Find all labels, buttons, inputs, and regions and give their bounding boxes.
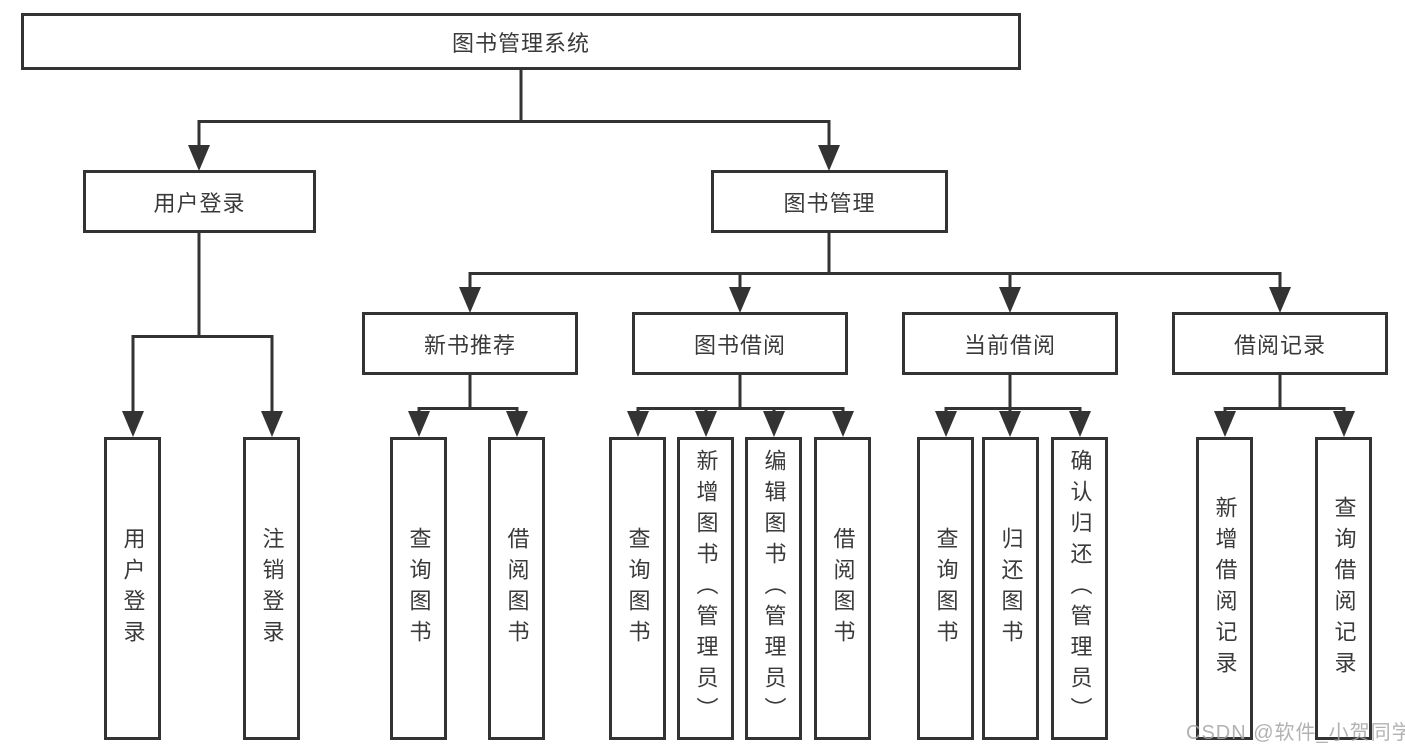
- csdn-watermark: CSDN @软件_小贺同学: [1186, 722, 1405, 744]
- leaf-records-query-record: 查询借阅记录: [1315, 437, 1372, 740]
- node-label: 确认归还（管理员）: [1067, 449, 1093, 728]
- node-label: 新增图书（管理员）: [693, 449, 719, 728]
- connector-root-to-level2: [188, 70, 840, 171]
- connector-book-borrow-to-leaves: [627, 375, 854, 437]
- connector-new-book-to-leaves: [408, 375, 528, 437]
- connector-borrow-records-to-leaves: [1214, 375, 1355, 437]
- leaf-current-query-book: 查询图书: [917, 437, 974, 740]
- leaf-logout: 注销登录: [243, 437, 300, 740]
- node-new-book-recommendation: 新书推荐: [362, 312, 578, 375]
- leaf-borrowing-edit-book-admin: 编辑图书（管理员）: [745, 437, 802, 740]
- node-user-login: 用户登录: [83, 170, 316, 233]
- leaf-records-add-record: 新增借阅记录: [1196, 437, 1253, 740]
- node-label: 借阅图书: [830, 526, 856, 651]
- leaf-current-return-book: 归还图书: [982, 437, 1039, 740]
- node-label: 图书借阅: [693, 332, 786, 358]
- connector-book-mgmt-to-level3: [459, 233, 1291, 313]
- node-label: 借阅记录: [1233, 332, 1326, 358]
- node-book-management: 图书管理: [711, 170, 948, 233]
- connector-user-login-to-leaves: [122, 233, 283, 437]
- node-label: 新增借阅记录: [1212, 495, 1238, 682]
- node-label: 用户登录: [120, 526, 146, 651]
- node-label: 用户登录: [153, 190, 246, 216]
- leaf-user-login: 用户登录: [104, 437, 161, 740]
- node-library-management-system: 图书管理系统: [21, 13, 1021, 70]
- node-label: 查询图书: [625, 526, 651, 651]
- node-label: 归还图书: [998, 526, 1024, 651]
- node-label: 图书管理: [783, 190, 876, 216]
- node-label: 借阅图书: [504, 526, 530, 651]
- leaf-borrowing-query-book: 查询图书: [609, 437, 666, 740]
- node-label: 图书管理系统: [451, 30, 590, 56]
- node-label: 注销登录: [259, 526, 285, 651]
- node-label: 新书推荐: [423, 332, 516, 358]
- node-label: 查询图书: [933, 526, 959, 651]
- leaf-current-confirm-return-admin: 确认归还（管理员）: [1051, 437, 1108, 740]
- leaf-newbook-query-book: 查询图书: [390, 437, 447, 740]
- node-label: 当前借阅: [963, 332, 1056, 358]
- node-label: 查询图书: [406, 526, 432, 651]
- node-book-borrowing: 图书借阅: [632, 312, 848, 375]
- node-borrowing-records: 借阅记录: [1172, 312, 1388, 375]
- node-current-borrowing: 当前借阅: [902, 312, 1118, 375]
- leaf-borrowing-borrow-book: 借阅图书: [814, 437, 871, 740]
- node-label: 查询借阅记录: [1331, 495, 1357, 682]
- connector-current-borrow-to-leaves: [935, 375, 1091, 437]
- leaf-borrowing-add-book-admin: 新增图书（管理员）: [677, 437, 734, 740]
- node-label: 编辑图书（管理员）: [761, 449, 787, 728]
- leaf-newbook-borrow-book: 借阅图书: [488, 437, 545, 740]
